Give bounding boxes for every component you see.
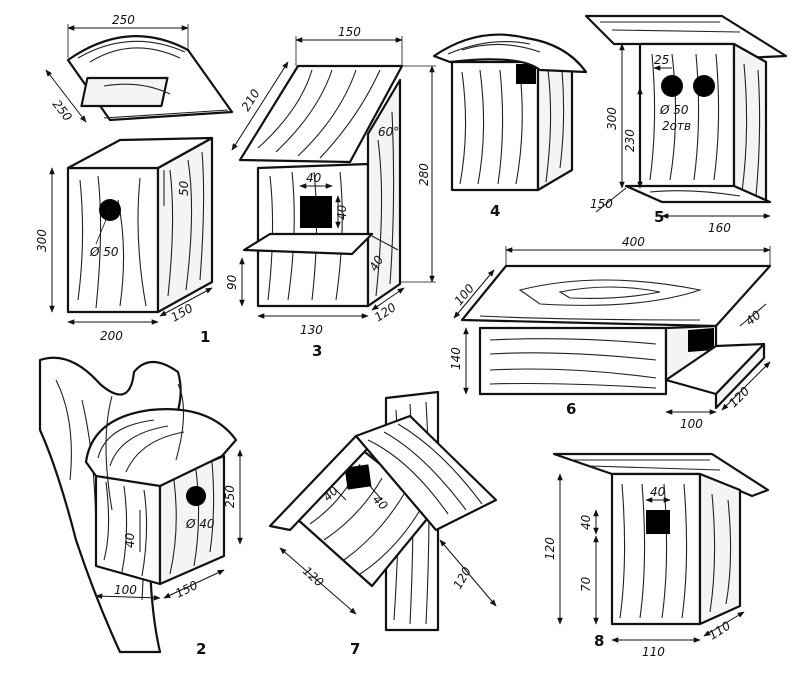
birdhouse-6: 400 100 40 140 100 120 6 <box>449 235 772 431</box>
birdhouse-8: 40 40 120 70 110 110 8 <box>543 452 770 659</box>
birdhouse-2-roof <box>84 408 238 488</box>
hanging-wire <box>105 383 185 511</box>
birdhouse-3: 150 210 60° 280 40 40 90 40 130 120 3 <box>225 25 436 360</box>
dim-5-hole-diameter: Ø 50 <box>659 103 689 117</box>
dim-2-hole-diameter: Ø 40 <box>185 517 215 531</box>
dim-3-roof-angle: 60° <box>378 125 399 139</box>
dim-5-width: 160 <box>708 221 731 235</box>
birdhouse-8-body <box>610 472 742 626</box>
dim-2-width: 100 <box>114 583 137 597</box>
dim-3-hole-width: 40 <box>306 171 322 185</box>
dim-2-depth: 150 <box>173 578 200 601</box>
birdhouse-7-roof <box>268 414 498 532</box>
dim-1-width: 200 <box>100 329 123 343</box>
dim-8-hole-width: 40 <box>650 485 666 499</box>
birdhouse-5-dimensions: 25 300 230 Ø 50 2отв 150 160 <box>590 43 771 235</box>
dim-8-hole-height: 40 <box>579 514 593 530</box>
birdhouse-2: 250 40 Ø 40 100 150 2 <box>38 356 243 658</box>
figure-6-number: 6 <box>566 400 576 418</box>
dim-7-roof-right: 120 <box>450 564 474 591</box>
dim-3-width: 130 <box>300 323 323 337</box>
birdhouse-2-body <box>94 454 226 586</box>
dim-2-height: 250 <box>223 485 237 508</box>
birdhouse-1-body <box>66 136 214 314</box>
birdhouse-4: 4 <box>432 33 588 220</box>
figure-4-number: 4 <box>490 202 500 220</box>
dim-3-height: 280 <box>417 163 431 186</box>
birdhouse-6-roof <box>460 264 772 328</box>
dim-6-roof-depth: 100 <box>452 281 478 308</box>
dim-1-roof-depth: 250 <box>50 97 75 124</box>
birdhouse-3-perch <box>242 232 374 256</box>
dim-8-width: 110 <box>642 645 665 659</box>
dim-8-hole-offset: 70 <box>579 576 593 592</box>
dim-3-roof-width: 150 <box>338 25 361 39</box>
birdhouse-4-body <box>450 60 574 192</box>
dim-3-hole-height: 40 <box>335 204 349 220</box>
dim-5-hole-spacing: 25 <box>654 53 669 67</box>
birdhouse-1: 250 250 300 50 Ø 50 200 150 1 <box>35 13 234 346</box>
figure-1-number: 1 <box>200 328 210 346</box>
figure-7-number: 7 <box>350 640 360 658</box>
birdhouse-5: 25 300 230 Ø 50 2отв 150 160 5 <box>584 14 788 235</box>
dim-5-base-depth: 150 <box>590 197 613 211</box>
dim-5-hole-count: 2отв <box>662 119 691 133</box>
dim-1-hole-offset: 50 <box>177 180 191 196</box>
figure-3-number: 3 <box>312 342 322 360</box>
dim-2-hole-offset: 40 <box>123 532 137 548</box>
dim-6-height: 140 <box>449 347 463 370</box>
figure-2-number: 2 <box>196 640 206 658</box>
birdhouse-4-roof <box>432 33 588 74</box>
dim-6-length: 400 <box>622 235 645 249</box>
dim-3-roof-slope: 210 <box>239 86 263 113</box>
birdhouse-5-base <box>624 184 772 204</box>
birdhouse-6-dimensions: 400 100 40 140 100 120 <box>449 235 771 431</box>
birdhouse-1-roof <box>66 35 234 122</box>
figure-8-number: 8 <box>594 632 604 650</box>
figure-5-number: 5 <box>654 208 664 226</box>
dim-6-hole-width: 40 <box>743 308 764 329</box>
dim-3-perch-height: 90 <box>225 274 239 290</box>
dim-8-height: 120 <box>543 537 557 560</box>
dim-3-depth: 120 <box>372 300 399 325</box>
dim-3-perch-depth: 40 <box>366 253 386 274</box>
dim-1-roof-width: 250 <box>112 13 135 27</box>
dim-5-hole-height: 230 <box>623 129 637 152</box>
dim-8-depth: 110 <box>706 618 733 642</box>
dim-1-height: 300 <box>35 229 49 252</box>
dim-1-hole-diameter: Ø 50 <box>89 245 119 259</box>
dim-6-platform-width: 100 <box>680 417 703 431</box>
dim-7-roof-left: 120 <box>300 564 327 590</box>
dim-5-height: 300 <box>605 107 619 130</box>
birdhouse-7: 40 40 120 120 7 <box>268 390 498 658</box>
